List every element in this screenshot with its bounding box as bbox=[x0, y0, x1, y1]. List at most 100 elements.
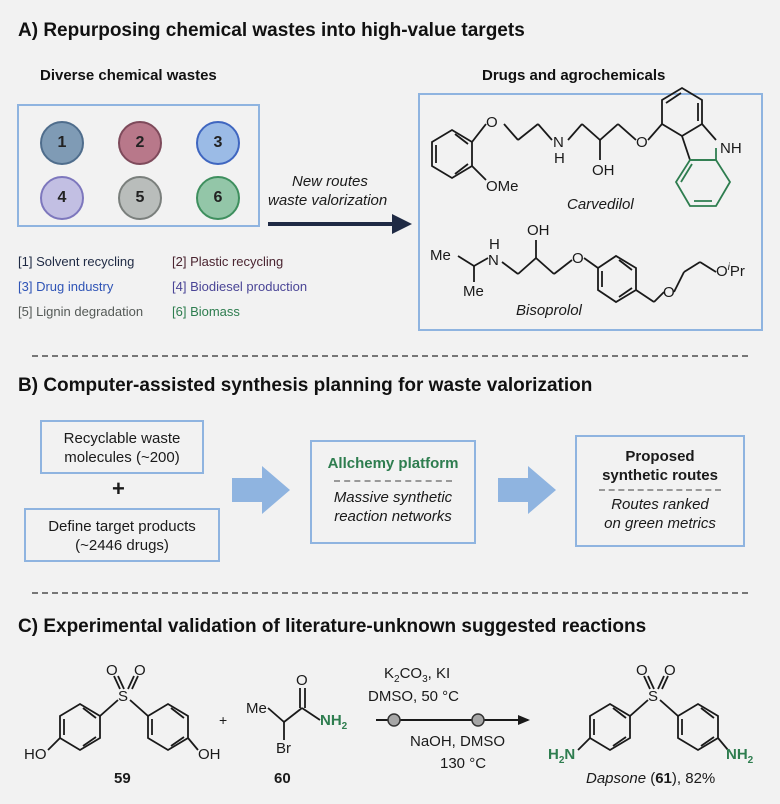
waste-circle-5: 5 bbox=[118, 176, 162, 220]
waste-line-1: Recyclable waste bbox=[63, 430, 181, 447]
legend-1: [1] Solvent recycling bbox=[18, 254, 135, 269]
c61-nh: NH bbox=[726, 746, 748, 763]
target-products-box: Define target products (~2446 drugs) bbox=[24, 508, 220, 562]
legend-2: [2] Plastic recycling bbox=[172, 254, 284, 269]
cond-k: K bbox=[384, 665, 395, 682]
bisoprolol-o3: O bbox=[716, 263, 728, 280]
carvedilol-nh: NH bbox=[720, 140, 742, 157]
condition-1: K2CO3, KI bbox=[384, 665, 450, 685]
carvedilol-n: N bbox=[553, 134, 564, 151]
flow-arrow-2 bbox=[498, 466, 556, 514]
condition-2: DMSO, 50 °C bbox=[368, 688, 460, 705]
legend-6: [6] Biomass bbox=[172, 304, 240, 319]
section-b-title: B) Computer-assisted synthesis planning … bbox=[18, 375, 593, 396]
c59-s: S bbox=[118, 688, 129, 705]
product-name: Dapsone bbox=[586, 770, 647, 787]
platform-divider bbox=[334, 480, 452, 482]
compound-61 bbox=[577, 675, 729, 752]
condition-3: NaOH, DMSO bbox=[410, 733, 506, 750]
legend-5: [5] Lignin degradation bbox=[18, 304, 144, 319]
c59-o-left: O bbox=[106, 662, 118, 679]
waste-molecules-box: Recyclable waste molecules (~200) bbox=[40, 420, 204, 474]
compound-59 bbox=[47, 675, 199, 752]
platform-title: Allchemy platform bbox=[327, 455, 459, 472]
step-dot-2 bbox=[471, 713, 485, 727]
c60-nh: NH bbox=[320, 712, 342, 729]
c61-nh-sub: 2 bbox=[747, 755, 754, 766]
c60-nh2: NH2 bbox=[320, 712, 347, 732]
product-num: 61 bbox=[655, 770, 672, 787]
c60-me: Me bbox=[246, 700, 267, 717]
carvedilol-green-ring bbox=[674, 148, 732, 207]
c61-o-left: O bbox=[636, 662, 648, 679]
legend-3: [3] Drug industry bbox=[18, 279, 114, 294]
c59-o-right: O bbox=[134, 662, 146, 679]
bisoprolol-oh: OH bbox=[527, 222, 550, 239]
cond-ki: , KI bbox=[427, 665, 451, 682]
bisoprolol-ipr-i: i bbox=[727, 262, 730, 273]
product-yield: ), 82% bbox=[671, 770, 716, 787]
platform-line-1: Massive synthetic bbox=[333, 489, 453, 506]
target-line-2: (~2446 drugs) bbox=[75, 537, 169, 554]
carvedilol-o2: O bbox=[636, 134, 648, 151]
waste-circle-3: 3 bbox=[196, 121, 240, 165]
c61-h2n: H2N bbox=[548, 746, 575, 766]
routes-title-2: synthetic routes bbox=[602, 467, 718, 484]
waste-circle-2: 2 bbox=[118, 121, 162, 165]
bisoprolol-ipr-pr: Pr bbox=[729, 263, 745, 280]
divider-2 bbox=[32, 592, 748, 594]
c60-o: O bbox=[296, 672, 308, 689]
legend-4: [4] Biodiesel production bbox=[172, 279, 308, 294]
condition-4: 130 °C bbox=[440, 755, 487, 772]
cond-co-sub: 3 bbox=[422, 674, 428, 685]
carvedilol-name: Carvedilol bbox=[567, 196, 634, 213]
c60-nh-sub: 2 bbox=[341, 721, 348, 732]
label-60: 60 bbox=[274, 770, 291, 787]
routes-line-2: on green metrics bbox=[604, 515, 716, 532]
product-open: ( bbox=[646, 770, 656, 787]
waste-circle-1: 1 bbox=[40, 121, 84, 165]
c61-n: N bbox=[564, 746, 576, 763]
bisoprolol-o1: O bbox=[572, 250, 584, 267]
bisoprolol-me1: Me bbox=[430, 247, 451, 264]
target-line-1: Define target products bbox=[48, 518, 196, 535]
targets-heading: Drugs and agrochemicals bbox=[482, 67, 666, 84]
c60-br: Br bbox=[276, 740, 291, 757]
bisoprolol-n: N bbox=[488, 252, 499, 269]
routes-title-1: Proposed bbox=[625, 448, 695, 465]
bisoprolol-name: Bisoprolol bbox=[516, 302, 582, 319]
targets-box bbox=[418, 93, 763, 331]
carvedilol-structure bbox=[431, 86, 717, 181]
bisoprolol-h: H bbox=[489, 236, 500, 253]
cond-co: CO bbox=[399, 665, 423, 682]
c61-h: H bbox=[548, 746, 559, 763]
c61-nh2: NH2 bbox=[726, 746, 753, 766]
valorization-arrowhead bbox=[392, 214, 412, 234]
waste-circle-6: 6 bbox=[196, 176, 240, 220]
c61-o-right: O bbox=[664, 662, 676, 679]
product-label: Dapsone (61), 82% bbox=[586, 770, 715, 787]
section-c-title: C) Experimental validation of literature… bbox=[18, 616, 647, 637]
waste-line-2: molecules (~200) bbox=[64, 449, 180, 466]
carvedilol-oh: OH bbox=[592, 162, 615, 179]
divider-1 bbox=[32, 355, 748, 357]
cond-k-sub: 2 bbox=[394, 674, 400, 685]
section-a-title: A) Repurposing chemical wastes into high… bbox=[18, 20, 525, 41]
arrow-label-2: waste valorization bbox=[268, 192, 388, 209]
arrow-label-1: New routes bbox=[292, 173, 368, 190]
allchemy-platform-box: Allchemy platform Massive synthetic reac… bbox=[310, 440, 476, 544]
platform-line-2: reaction networks bbox=[334, 508, 452, 525]
bisoprolol-structure bbox=[457, 240, 717, 304]
c59-oh: OH bbox=[198, 746, 221, 763]
wastes-box bbox=[17, 104, 260, 227]
c61-s: S bbox=[648, 688, 659, 705]
wastes-heading: Diverse chemical wastes bbox=[40, 67, 217, 84]
proposed-routes-box: Proposed synthetic routes Routes ranked … bbox=[575, 435, 745, 547]
bisoprolol-oipr: OiPr bbox=[716, 262, 745, 280]
waste-circle-4: 4 bbox=[40, 176, 84, 220]
label-59: 59 bbox=[114, 770, 131, 787]
carvedilol-h: H bbox=[554, 150, 565, 167]
plus-sign-c: + bbox=[219, 712, 228, 728]
c59-ho: HO bbox=[24, 746, 47, 763]
